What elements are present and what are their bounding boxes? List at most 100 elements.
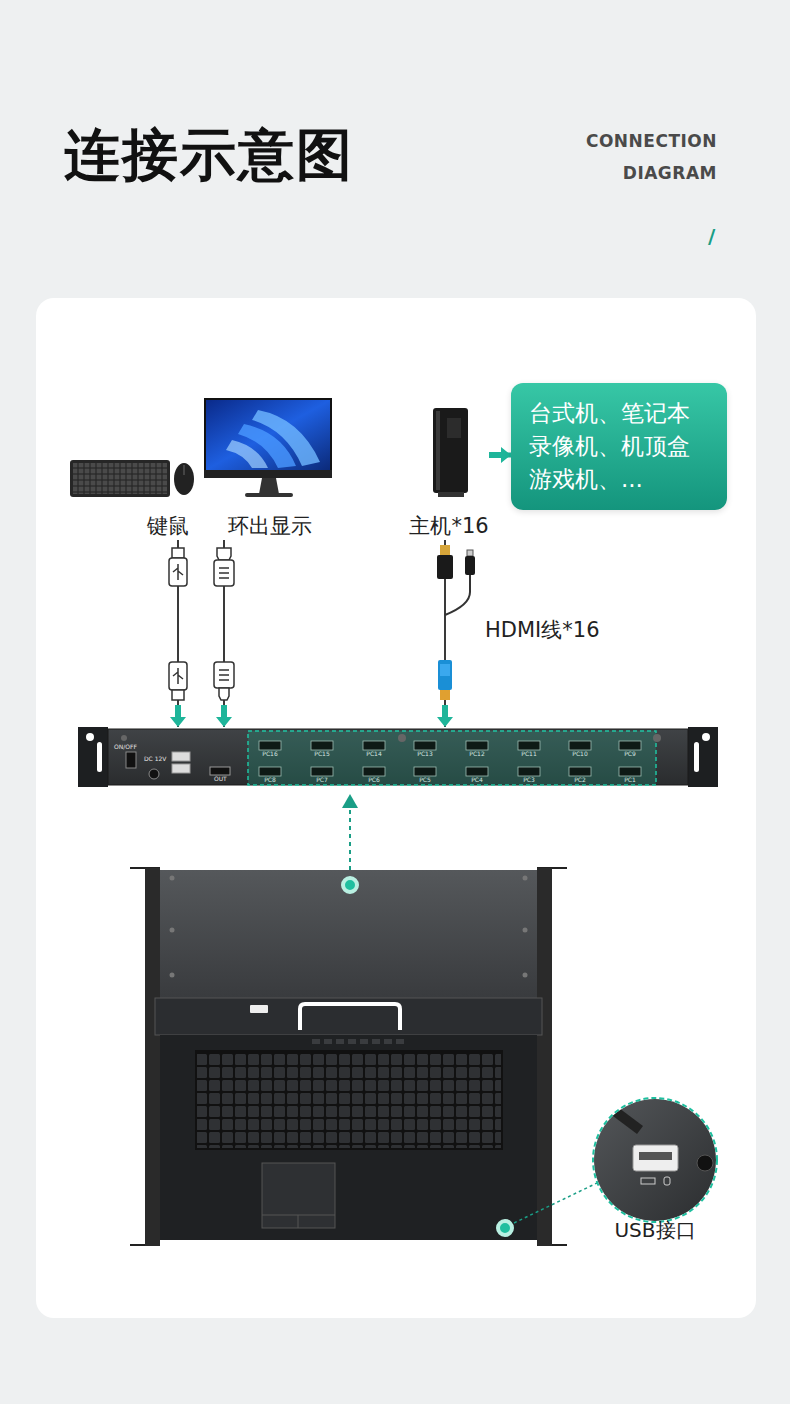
monitor-icon [259, 478, 279, 494]
connector [492, 453, 511, 458]
console-marker [343, 878, 357, 892]
rack-console [523, 973, 528, 978]
port-label: PC8 [264, 777, 276, 783]
rack-console [160, 870, 537, 998]
port-label: PC10 [572, 751, 587, 757]
usb-callout [590, 1095, 720, 1225]
kvm-panel [619, 767, 641, 776]
usb-callout [593, 1098, 717, 1222]
dashed-pointer [349, 806, 351, 878]
port-label: PC3 [523, 777, 535, 783]
rack-console [372, 1039, 380, 1044]
hdmi-plug [214, 560, 234, 586]
usb-plug [173, 668, 183, 684]
usb-plug [173, 564, 183, 580]
rack-console [170, 876, 175, 881]
rack-console [523, 876, 528, 881]
hdmi-usb-cable [438, 660, 452, 690]
rack-console [170, 928, 175, 933]
device-label: 键鼠 [98, 450, 238, 540]
kvm-panel [172, 752, 190, 761]
port-label: PC6 [368, 777, 380, 783]
rack-console [312, 1039, 320, 1044]
hdmi-plug [219, 568, 229, 578]
hdmi-usb-cable [465, 556, 475, 575]
kvm-panel [363, 741, 385, 750]
rack-console [336, 1039, 344, 1044]
dashed-pointer [342, 794, 358, 808]
kvm-panel [126, 752, 136, 768]
kvm-panel [688, 727, 718, 787]
kvm-panel [518, 741, 540, 750]
background [36, 298, 756, 1318]
monitor-icon [204, 398, 332, 478]
port-label: PC16 [262, 751, 277, 757]
usb-plug [169, 558, 187, 586]
edge-label: HDMI线*16 [482, 618, 603, 643]
kvm-panel [259, 741, 281, 750]
kvm-panel [569, 741, 591, 750]
kvm-panel [414, 767, 436, 776]
callout-label: USB接口 [614, 1218, 695, 1242]
port-label: PC13 [417, 751, 432, 757]
kvm-panel [311, 767, 333, 776]
monitor-icon [226, 440, 268, 468]
usb-callout [641, 1178, 655, 1184]
rack-console [537, 868, 552, 1246]
rack-console [145, 868, 160, 1246]
panel-text: DC 12V [144, 756, 166, 762]
node-text: 键鼠 [147, 513, 189, 540]
kvm-panel [259, 767, 281, 776]
hdmi-usb-cable [445, 575, 470, 615]
kvm-panel [248, 731, 656, 785]
hdmi-usb-cable [437, 555, 453, 579]
usb-callout [590, 1095, 720, 1225]
monitor-icon [245, 493, 293, 497]
kvm-switch: ON/OFFDC 12VOUT [78, 727, 718, 787]
kvm-panel [619, 741, 641, 750]
kvm-panel [363, 767, 385, 776]
port-label: PC12 [469, 751, 484, 757]
dashed-pointer [342, 794, 358, 878]
usb-plug [172, 548, 184, 558]
kvm-panel [414, 741, 436, 750]
port-label: PC15 [314, 751, 329, 757]
kvm-panel [78, 727, 718, 787]
keyboard-mouse-icon [70, 460, 194, 497]
usb-callout [590, 1095, 720, 1225]
rack-console [300, 1004, 400, 1030]
port-label: PC7 [316, 777, 328, 783]
usb-plug [169, 662, 187, 690]
kvm-panel [398, 734, 406, 742]
device-label: 环出显示 [205, 398, 335, 540]
port-label: PC4 [471, 777, 483, 783]
usb-callout [697, 1155, 713, 1171]
rack-console [324, 1039, 332, 1044]
hdmi-plug [219, 670, 229, 680]
hdmi-usb-cable [437, 545, 475, 700]
hdmi-plug [219, 688, 229, 700]
usb-callout [639, 1152, 672, 1160]
kvm-panel [121, 735, 127, 741]
hdmi-usb-cable [440, 545, 450, 555]
port-label: PC9 [624, 751, 636, 757]
rack-console [312, 1039, 404, 1044]
console-marker [343, 878, 597, 1235]
port-label: PC2 [574, 777, 586, 783]
host-icon [433, 408, 468, 493]
kvm-panel [97, 742, 102, 772]
rack-console [298, 1215, 299, 1228]
heading-label: / [708, 224, 715, 248]
host-icon [433, 408, 468, 497]
port-label: PC5 [419, 777, 431, 783]
rack-console [155, 998, 542, 1035]
kvm-panel [108, 729, 688, 785]
port-label: PC14 [366, 751, 381, 757]
rack-console [384, 1039, 392, 1044]
rack-console [262, 1163, 335, 1228]
panel-text: OUT [214, 776, 227, 782]
